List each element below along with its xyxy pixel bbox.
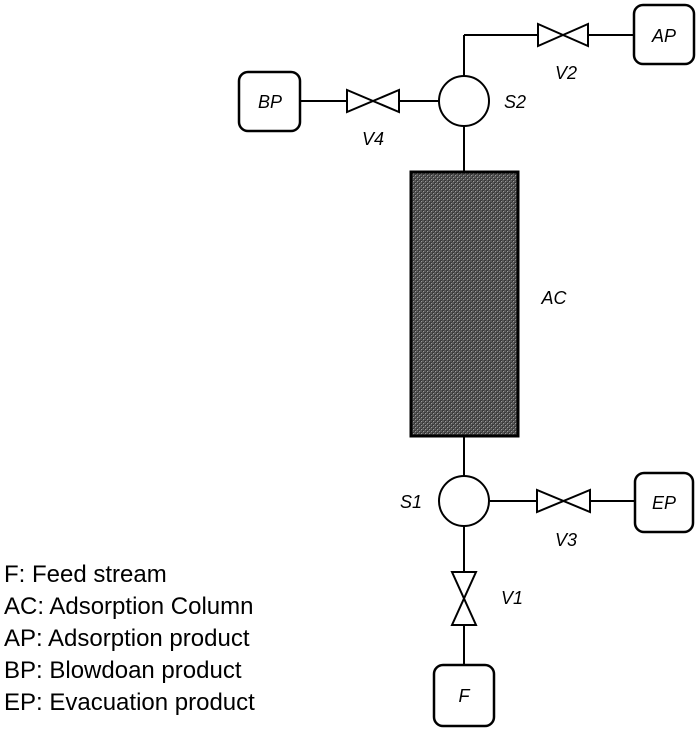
valve-v2 xyxy=(537,22,589,48)
box-feed xyxy=(432,663,496,728)
label-v2: V2 xyxy=(555,63,577,83)
box-ap xyxy=(632,3,696,66)
label-s2: S2 xyxy=(504,92,526,112)
label-ap: AP xyxy=(651,26,676,46)
label-v1: V1 xyxy=(501,588,523,608)
valve-v4 xyxy=(346,88,400,114)
label-feed: F xyxy=(459,686,471,706)
label-bp: BP xyxy=(258,92,282,112)
pipes xyxy=(300,34,635,665)
legend-item: F: Feed stream xyxy=(4,561,167,588)
label-ep: EP xyxy=(652,493,676,513)
legend: F: Feed stream AC: Adsorption Column AP:… xyxy=(4,561,255,716)
box-bp xyxy=(237,70,302,133)
legend-item: AC: Adsorption Column xyxy=(4,593,253,620)
adsorption-column xyxy=(409,170,520,438)
legend-item: BP: Blowdoan product xyxy=(4,657,242,684)
splitter-s2 xyxy=(438,75,490,127)
label-s1: S1 xyxy=(400,492,422,512)
box-ep xyxy=(633,471,695,534)
legend-item: EP: Evacuation product xyxy=(4,689,255,716)
valve-v3 xyxy=(536,488,591,514)
splitter-s1 xyxy=(438,475,490,527)
label-column: AC xyxy=(540,288,567,308)
label-v3: V3 xyxy=(555,530,577,550)
legend-item: AP: Adsorption product xyxy=(4,625,250,652)
label-v4: V4 xyxy=(362,129,384,149)
valve-v1 xyxy=(450,571,478,626)
